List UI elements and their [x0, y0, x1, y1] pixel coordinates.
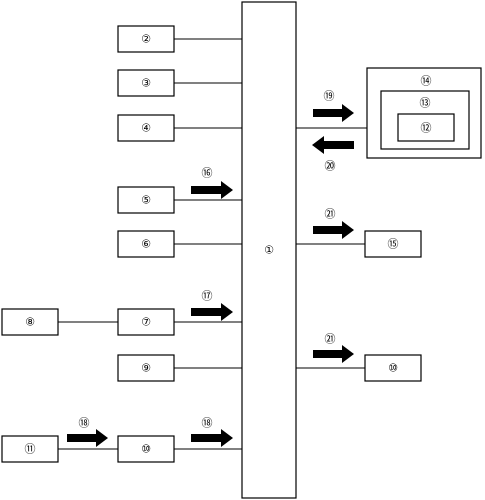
label-17: ⑰ [202, 290, 213, 303]
block-10-left [117, 435, 175, 463]
label-5: ⑤ [141, 194, 151, 207]
arrow-17 [191, 303, 233, 321]
label-21-lower: ㉑ [325, 333, 336, 346]
arrow-21-lower [313, 345, 354, 363]
arrow-21-upper [313, 221, 354, 239]
label-14: ⑭ [421, 75, 432, 88]
label-12: ⑫ [421, 122, 432, 135]
arrow-20 [312, 136, 354, 154]
block-12 [397, 113, 455, 142]
label-15: ⑮ [388, 238, 399, 251]
label-4: ④ [141, 122, 151, 135]
block-10-right [364, 354, 422, 382]
label-8: ⑧ [25, 316, 35, 329]
block-4 [117, 114, 175, 142]
label-19: ⑲ [324, 90, 335, 103]
block-15 [364, 230, 422, 258]
block-3 [117, 69, 175, 97]
arrow-19 [313, 104, 354, 122]
central-block-1 [241, 1, 297, 499]
arrow-18-left [67, 429, 108, 447]
label-13: ⑬ [420, 97, 431, 110]
label-1: ① [264, 244, 274, 257]
block-2 [117, 25, 175, 53]
arrow-16 [191, 181, 233, 199]
label-10-left: ⑩ [141, 443, 151, 456]
label-18-right: ⑱ [202, 417, 213, 430]
block-9 [117, 354, 175, 382]
label-7: ⑦ [141, 316, 151, 329]
label-20: ⑳ [325, 160, 336, 173]
label-6: ⑥ [141, 238, 151, 251]
label-21-upper: ㉑ [325, 208, 336, 221]
label-11: ⑪ [25, 443, 36, 456]
label-18-left: ⑱ [79, 417, 90, 430]
block-5 [117, 186, 175, 214]
block-8 [1, 308, 59, 336]
label-16: ⑯ [202, 167, 213, 180]
label-2: ② [141, 33, 151, 46]
block-11 [1, 435, 59, 463]
label-3: ③ [141, 77, 151, 90]
label-10-right: ⑩ [388, 362, 398, 375]
block-6 [117, 230, 175, 258]
block-7 [117, 308, 175, 336]
label-9: ⑨ [141, 362, 151, 375]
arrow-18-right [191, 429, 233, 447]
